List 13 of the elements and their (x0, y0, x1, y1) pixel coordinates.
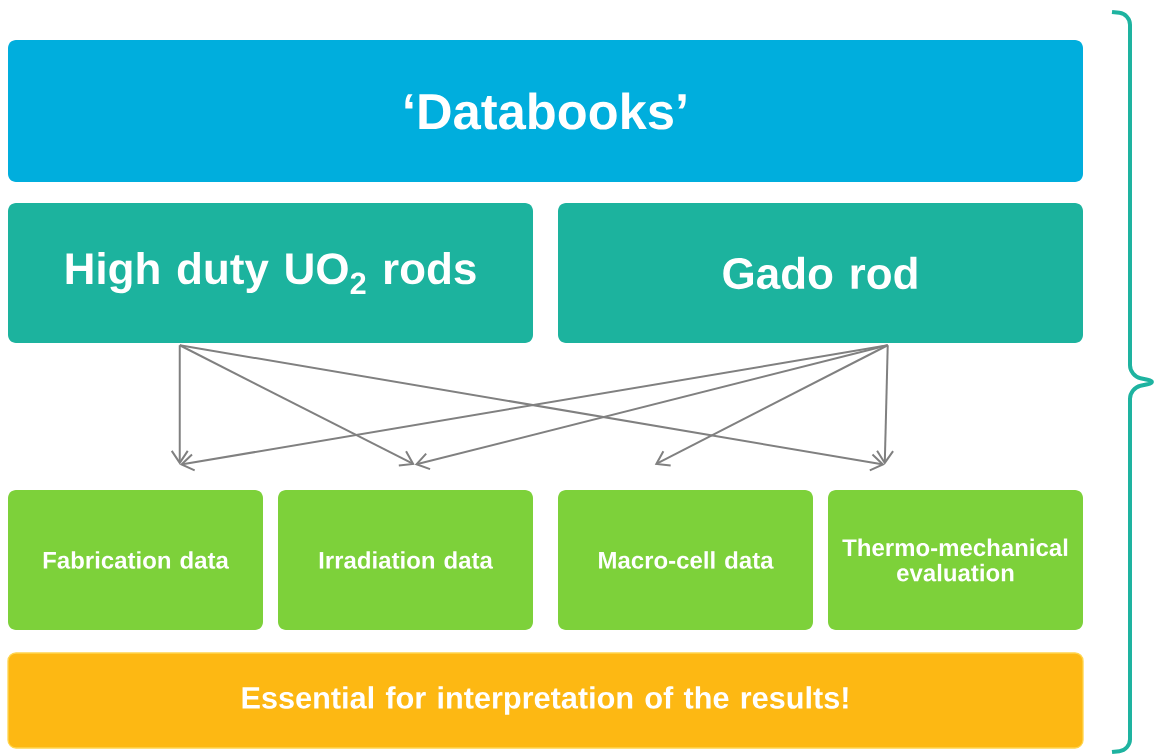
category-box: Gado rod (558, 203, 1083, 343)
conclusion-banner: Essential for interpretation of the results! (7, 652, 1084, 749)
arrow (178, 344, 415, 467)
data-box: Irradiation data (278, 490, 533, 630)
arrow (170, 344, 189, 465)
arrow (654, 344, 889, 467)
arrow (414, 344, 889, 471)
data-box: Fabrication data (8, 490, 263, 630)
title-banner: ‘Databooks’ (8, 40, 1083, 182)
arrow (876, 344, 895, 465)
category-box: High duty UO$_{2}$ rods (8, 203, 533, 343)
data-box: Macro-cell data (558, 490, 813, 630)
data-box: Thermo-mechanical evaluation (828, 490, 1083, 630)
